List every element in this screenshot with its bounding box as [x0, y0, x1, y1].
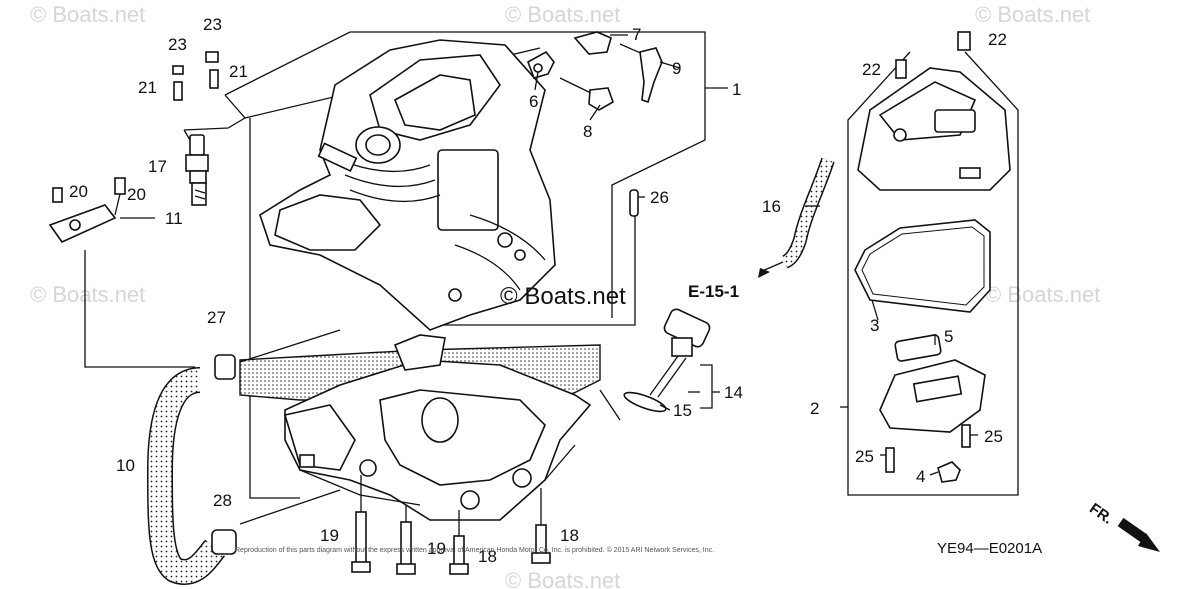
label-part-27: 27 [207, 308, 226, 327]
label-part-21-right: 21 [229, 62, 248, 81]
label-part-25-right: 25 [984, 427, 1003, 446]
direction-label: FR. [1086, 500, 1116, 528]
watermark-mid-right: © Boats.net [985, 282, 1100, 307]
label-part-1: 1 [732, 80, 741, 99]
watermark-mid-left: © Boats.net [30, 282, 145, 307]
dipstick-14 [599, 308, 720, 421]
watermark-bottom: © Boats.net [505, 568, 620, 589]
crankcase [239, 334, 601, 521]
plate-11 [48, 177, 126, 244]
label-part-5: 5 [944, 327, 953, 346]
label-part-22-right: 22 [988, 30, 1007, 49]
label-part-4: 4 [916, 467, 925, 486]
label-part-16: 16 [762, 197, 781, 216]
label-part-9: 9 [672, 59, 681, 78]
watermark-top-right: © Boats.net [975, 2, 1090, 27]
label-part-15: 15 [673, 401, 692, 420]
label-part-6: 6 [529, 92, 538, 111]
watermark-top-left: © Boats.net [30, 2, 145, 27]
label-part-20-right: 20 [127, 185, 146, 204]
label-part-8: 8 [583, 122, 592, 141]
label-part-18-right: 18 [560, 526, 579, 545]
hose-10 [146, 354, 237, 585]
label-part-19-right: 19 [427, 539, 446, 558]
hose-routing-lines [84, 250, 341, 525]
label-part-21-left: 21 [138, 78, 157, 97]
breather-tube-16 [758, 157, 835, 278]
label-part-17: 17 [148, 157, 167, 176]
bolts-21-23 [172, 51, 219, 101]
rocker-parts [527, 31, 663, 111]
center-watermark: © Boats.net [500, 283, 626, 310]
label-part-20-left: 20 [69, 182, 88, 201]
label-part-10: 10 [116, 456, 135, 475]
label-part-28: 28 [213, 491, 232, 510]
callout-reference: E-15-1 [688, 282, 739, 301]
pin-26 [629, 189, 639, 217]
label-part-25-left: 25 [855, 447, 874, 466]
label-part-19-left: 19 [320, 526, 339, 545]
leader-lines [120, 34, 978, 476]
diagram-code: YE94—E0201A [937, 540, 1042, 557]
label-part-14: 14 [724, 383, 743, 402]
label-part-22-left: 22 [862, 60, 881, 79]
label-part-23-right: 23 [203, 15, 222, 34]
front-direction-indicator: FR. [1086, 500, 1160, 552]
engine-block [259, 39, 556, 331]
label-part-23-left: 23 [168, 35, 187, 54]
label-part-3: 3 [870, 316, 879, 335]
bolts-18-19 [351, 475, 551, 575]
label-part-11: 11 [165, 209, 183, 228]
valve-cover-assembly [840, 31, 1019, 496]
watermark-top-center: © Boats.net [505, 2, 620, 27]
label-part-7: 7 [632, 25, 641, 44]
label-part-26: 26 [650, 188, 669, 207]
label-part-18-left: 18 [478, 547, 497, 566]
label-part-2: 2 [810, 399, 819, 418]
copyright-notice: Reproduction of this parts diagram witho… [235, 546, 714, 554]
spark-plug [183, 117, 246, 206]
